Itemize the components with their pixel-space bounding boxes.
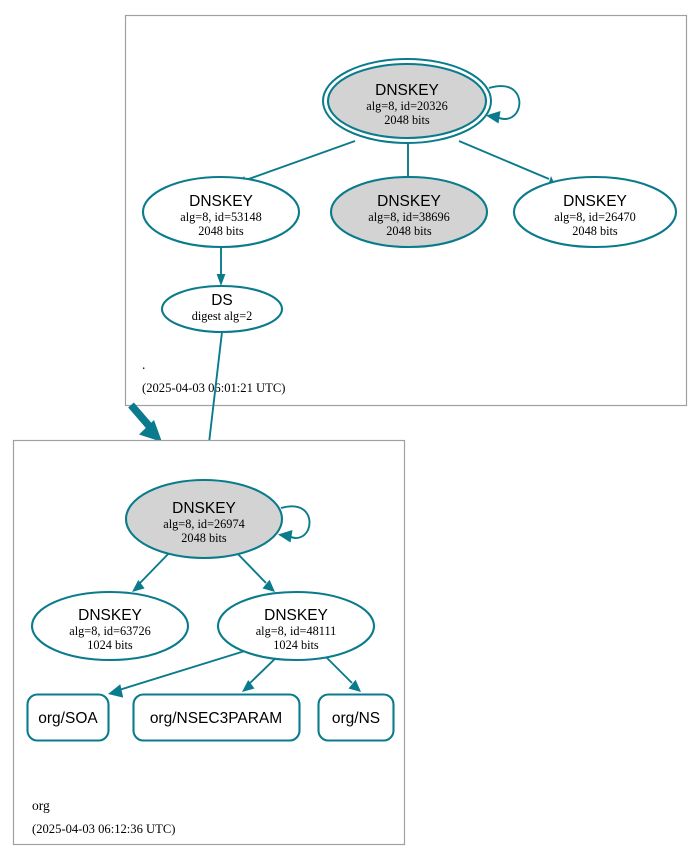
node-org-zsk-48111-ellipse	[216, 590, 376, 662]
node-root-ksk-20326-title: DNSKEY	[375, 82, 439, 99]
node-org-zsk-48111[interactable]: DNSKEY alg=8, id=48111 1024 bits	[216, 590, 376, 662]
node-org-ksk-26974-bits: 2048 bits	[181, 531, 227, 545]
node-root-zsk-38696-keyinfo: alg=8, id=38696	[368, 210, 450, 224]
self-loop-org-ksk-26974	[278, 505, 311, 543]
rrset-org-soa-label: org/SOA	[38, 710, 98, 727]
rrset-org-ns[interactable]: org/NS	[317, 693, 395, 742]
node-root-zsk-38696[interactable]: DNSKEY alg=8, id=38696 2048 bits	[329, 175, 489, 249]
edge-root-53148-to-ds	[216, 248, 226, 286]
node-root-ds-digest: digest alg=2	[192, 309, 253, 323]
node-root-zsk-26470-keyinfo: alg=8, id=26470	[554, 210, 636, 224]
rrset-org-soa-box	[26, 693, 110, 742]
edge-org-ksk-to-48111	[233, 549, 275, 592]
zone-org-timestamp: (2025-04-03 06:12:36 UTC)	[32, 822, 175, 836]
zone-root-timestamp: (2025-04-03 06:01:21 UTC)	[142, 381, 285, 395]
node-root-ksk-20326-ellipse	[326, 62, 488, 140]
node-org-zsk-48111-title: DNSKEY	[264, 607, 328, 624]
node-org-ksk-26974-keyinfo: alg=8, id=26974	[163, 517, 245, 531]
self-loop-root-ksk-20326	[486, 85, 521, 124]
node-root-zsk-53148-bits: 2048 bits	[198, 224, 244, 238]
rrset-org-ns-label: org/NS	[332, 710, 380, 727]
rrset-org-ns-box	[317, 693, 395, 742]
node-org-zsk-63726-ellipse	[30, 590, 190, 662]
edge-org-48111-to-soa	[108, 649, 249, 698]
node-org-zsk-63726-keyinfo: alg=8, id=63726	[69, 624, 151, 638]
node-root-zsk-38696-bits: 2048 bits	[386, 224, 432, 238]
node-org-ksk-26974-ellipse	[124, 478, 284, 560]
node-org-zsk-63726-bits: 1024 bits	[87, 638, 133, 652]
zone-org-name: org	[32, 798, 50, 813]
node-root-ds-ellipse	[160, 284, 284, 334]
node-org-zsk-63726-title: DNSKEY	[78, 607, 142, 624]
node-root-zsk-26470[interactable]: DNSKEY alg=8, id=26470 2048 bits	[512, 175, 678, 249]
node-root-zsk-38696-ellipse	[329, 175, 489, 249]
node-root-ds[interactable]: DS digest alg=2	[160, 284, 284, 334]
node-root-zsk-26470-title: DNSKEY	[563, 193, 627, 210]
node-root-zsk-38696-title: DNSKEY	[377, 193, 441, 210]
rrset-org-nsec3param-label: org/NSEC3PARAM	[150, 710, 282, 727]
node-org-ksk-26974-title: DNSKEY	[172, 500, 236, 517]
node-root-zsk-53148[interactable]: DNSKEY alg=8, id=53148 2048 bits	[141, 175, 301, 249]
node-root-zsk-53148-keyinfo: alg=8, id=53148	[180, 210, 262, 224]
node-org-ksk-26974[interactable]: DNSKEY alg=8, id=26974 2048 bits	[124, 478, 311, 560]
edge-org-ksk-to-63726	[132, 549, 173, 592]
node-root-ksk-20326-keyinfo: alg=8, id=20326	[366, 99, 448, 113]
node-org-zsk-63726[interactable]: DNSKEY alg=8, id=63726 1024 bits	[30, 590, 190, 662]
node-org-zsk-48111-bits: 1024 bits	[273, 638, 319, 652]
node-root-zsk-26470-bits: 2048 bits	[572, 224, 618, 238]
node-root-zsk-53148-title: DNSKEY	[189, 193, 253, 210]
rrset-org-soa[interactable]: org/SOA	[26, 693, 110, 742]
node-root-ksk-20326-outer-ring	[322, 58, 492, 144]
rrset-org-nsec3param-box	[132, 693, 301, 742]
edge-zone-delegation-root-to-org	[128, 402, 162, 442]
node-root-zsk-53148-ellipse	[141, 175, 301, 249]
node-root-ksk-20326-bits: 2048 bits	[384, 113, 430, 127]
org-edges	[108, 549, 361, 698]
node-org-zsk-48111-keyinfo: alg=8, id=48111	[256, 624, 337, 638]
zone-root-name: .	[142, 357, 145, 372]
node-root-zsk-26470-ellipse	[512, 175, 678, 249]
node-root-ds-title: DS	[211, 292, 233, 309]
rrset-org-nsec3param[interactable]: org/NSEC3PARAM	[132, 693, 301, 742]
node-root-ksk-20326[interactable]: DNSKEY alg=8, id=20326 2048 bits	[322, 58, 521, 144]
